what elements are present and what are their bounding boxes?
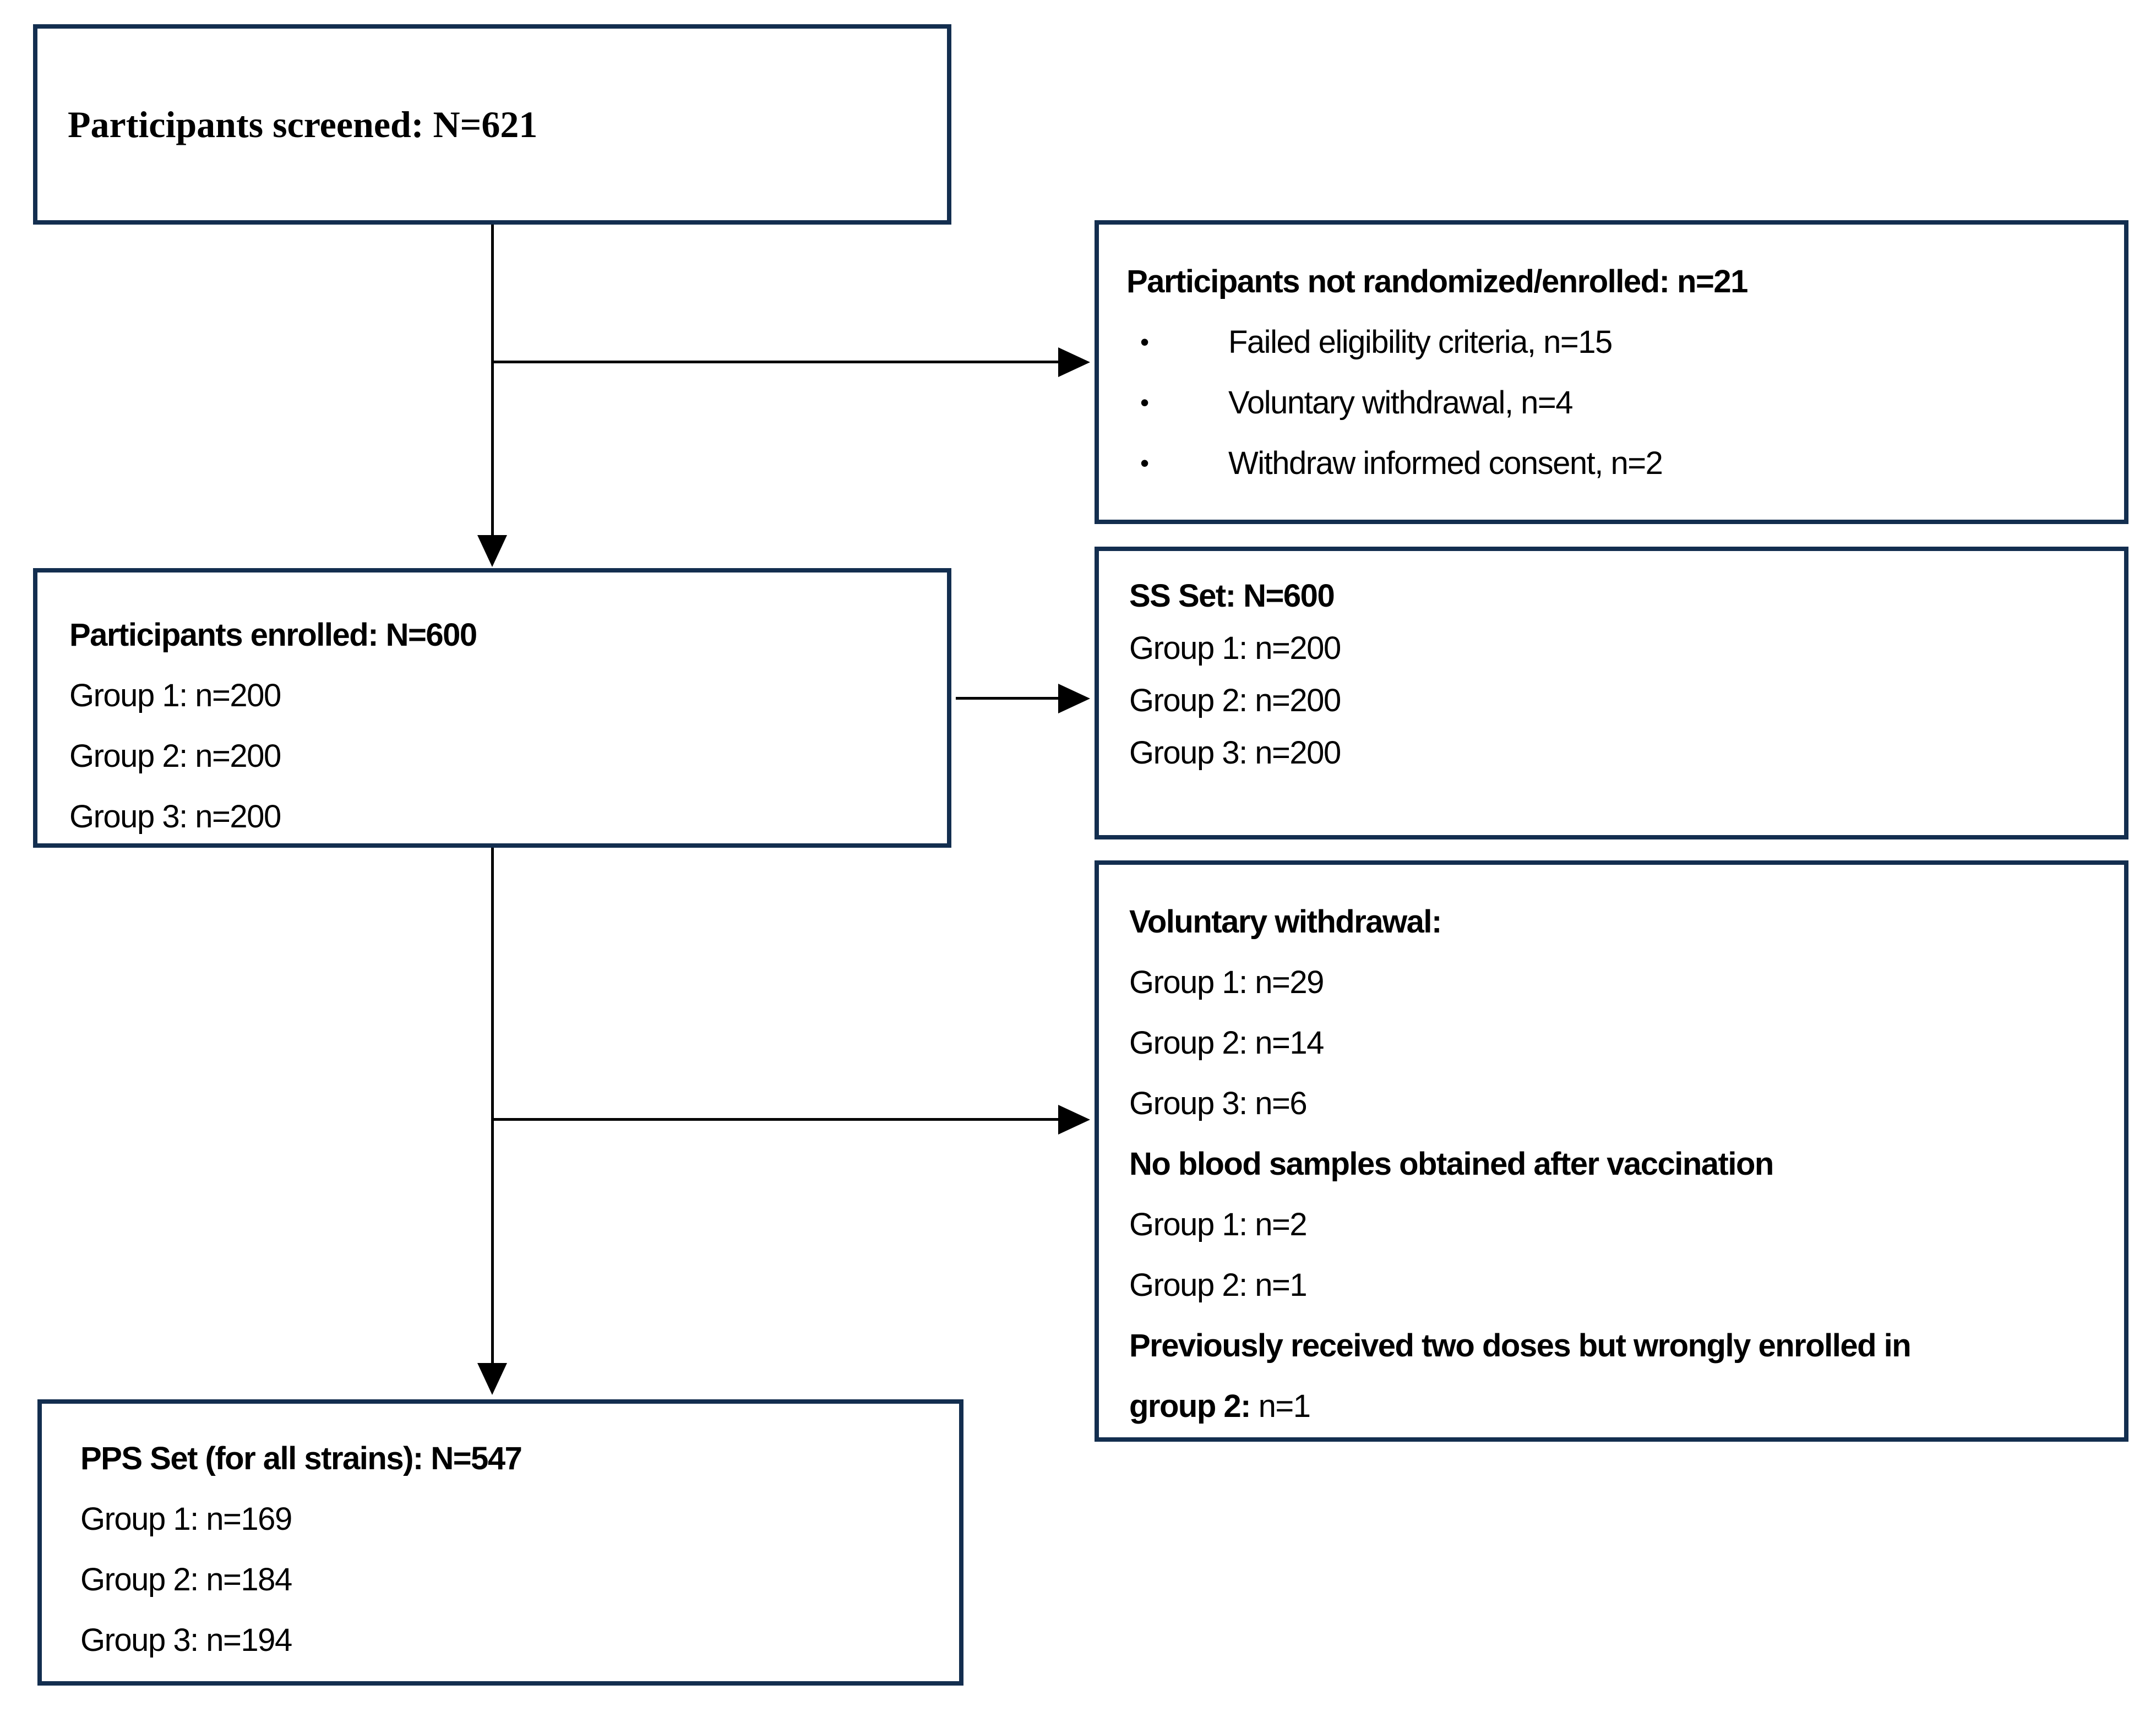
group-line: Group 3: n=200 [69,798,281,835]
section-title-no-blood-samples: No blood samples obtained after vaccinat… [1129,1146,1774,1182]
group-line: Group 2: n=184 [80,1561,292,1597]
group-line: Group 1: n=2 [1129,1206,1308,1242]
group-line: Group 1: n=200 [69,677,281,713]
group-line: Group 3: n=200 [1129,735,1341,771]
group-line: Group 1: n=200 [1129,630,1341,666]
group-line: Group 2: n=200 [69,738,281,774]
bullet-item-withdraw-consent: • Withdraw informed consent, n=2 [1126,433,2104,493]
arrowhead-right-icon [1058,1105,1090,1135]
group-line: Group 1: n=169 [80,1501,292,1537]
section-previously-received-value: group 2: n=1 [1129,1376,2104,1436]
box-pps-set: PPS Set (for all strains): N=547 Group 1… [37,1399,963,1686]
arrow-screened-to-enrolled [491,225,494,538]
box-participants-screened: Participants screened: N=621 [33,24,951,225]
group-line: Group 1: n=29 [1129,964,1324,1000]
bullet-item-failed-eligibility: • Failed eligibility criteria, n=15 [1126,312,2104,372]
bullet-item-voluntary-withdrawal: • Voluntary withdrawal, n=4 [1126,372,2104,433]
section-title-previously-received: Previously received two doses but wrongl… [1129,1327,1912,1364]
bullet-text: Voluntary withdrawal, n=4 [1228,384,1574,421]
group-line: Group 2: n=1 [1129,1267,1308,1303]
bullet-text: Failed eligibility criteria, n=15 [1228,324,1613,360]
arrow-branch-to-withdrawals [491,1118,1059,1121]
section-title-group2: group 2: [1129,1388,1251,1424]
box-title-enrolled: Participants enrolled: N=600 [69,617,477,653]
box-title-ss-set: SS Set: N=600 [1129,578,1335,614]
bullet-icon: • [1140,388,1149,417]
group-line: n=1 [1250,1388,1311,1424]
bullet-icon: • [1140,449,1149,477]
box-ss-set: SS Set: N=600 Group 1: n=200 Group 2: n=… [1095,547,2128,839]
group-line: Group 3: n=194 [80,1622,292,1658]
arrow-branch-to-not-randomized [491,361,1059,363]
group-line: Group 3: n=6 [1129,1085,1308,1121]
arrow-enrolled-to-ss-set [956,697,1059,700]
group-line: Group 2: n=14 [1129,1024,1324,1061]
box-title-screened: Participants screened: N=621 [68,103,538,145]
arrowhead-right-icon [1058,347,1090,377]
section-title-voluntary-withdrawal: Voluntary withdrawal: [1129,903,1442,940]
arrowhead-right-icon [1058,684,1090,713]
box-title-not-randomized: Participants not randomized/enrolled: n=… [1126,263,1748,299]
arrow-enrolled-to-pps-set [491,848,494,1365]
box-withdrawals-exclusions: Voluntary withdrawal: Group 1: n=29 Grou… [1095,860,2128,1442]
box-title-pps-set: PPS Set (for all strains): N=547 [80,1440,522,1476]
box-participants-enrolled: Participants enrolled: N=600 Group 1: n=… [33,568,951,848]
bullet-icon: • [1140,328,1149,356]
group-line: Group 2: n=200 [1129,683,1341,718]
arrowhead-down-icon [477,1363,507,1395]
arrowhead-down-icon [477,535,507,567]
bullet-text: Withdraw informed consent, n=2 [1228,445,1663,481]
box-not-randomized: Participants not randomized/enrolled: n=… [1095,220,2128,524]
